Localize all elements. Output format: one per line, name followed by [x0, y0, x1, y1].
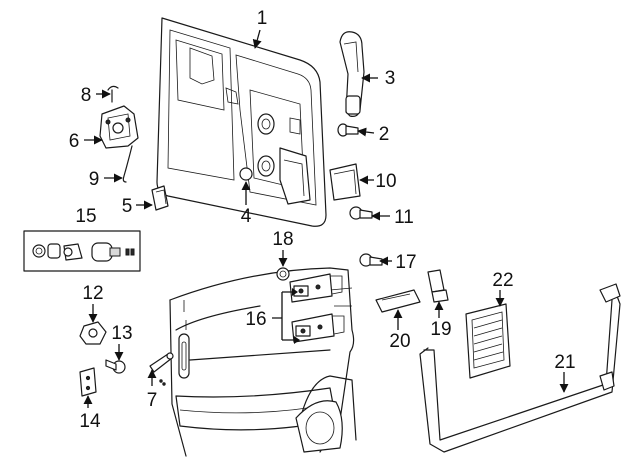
latch-part-6: [99, 105, 139, 149]
bolt-part-2: [337, 123, 359, 137]
callout-2: 2: [379, 124, 390, 145]
callout-10: 10: [375, 171, 396, 192]
hinges-part-16: [289, 273, 345, 343]
pad-part-10: [329, 163, 361, 201]
callout-7: 7: [147, 390, 158, 411]
callout-labels: 1 2 3 4 5 6 7 8 9 10 11 12 13 14 15 16 1…: [69, 8, 576, 432]
callout-21: 21: [554, 352, 575, 373]
clip-part-5: [151, 185, 169, 211]
callout-3: 3: [385, 68, 396, 89]
lock-cylinder-set: [23, 230, 141, 272]
callout-18: 18: [272, 229, 293, 250]
tailgate-inner-panel: [156, 17, 327, 227]
hinge-cover-part-20: [375, 289, 421, 313]
callout-15: 15: [75, 206, 96, 227]
striker-part-12: [79, 321, 107, 345]
callout-8: 8: [81, 85, 92, 106]
bolt-part-18: [276, 267, 290, 281]
callout-1: 1: [257, 8, 268, 29]
vehicle-body-rear: [159, 267, 357, 457]
callout-22: 22: [492, 270, 513, 291]
bolt-part-11: [349, 206, 373, 220]
clip-part-19: [427, 269, 449, 303]
bolt-part-13: [105, 359, 126, 374]
callout-6: 6: [69, 131, 80, 152]
upper-hinge-strap: [339, 31, 365, 117]
bolt-part-17: [359, 253, 383, 267]
handle-part-7: [149, 352, 174, 373]
callout-19: 19: [430, 319, 451, 340]
rod-part-9: [122, 145, 133, 183]
callout-13: 13: [111, 323, 132, 344]
callout-20: 20: [389, 331, 410, 352]
leader-lines: [83, 29, 569, 408]
callout-12: 12: [82, 283, 103, 304]
callout-4: 4: [241, 206, 252, 227]
callout-14: 14: [79, 411, 101, 432]
callout-16: 16: [245, 309, 266, 330]
weatherstrip-part-21: [419, 283, 621, 453]
callout-5: 5: [122, 196, 133, 217]
callout-17: 17: [395, 252, 416, 273]
pin-part-8: [107, 85, 119, 103]
bracket-part-14: [79, 367, 97, 397]
vent-grille-part-22: [465, 303, 511, 379]
callout-9: 9: [89, 169, 100, 190]
callout-11: 11: [394, 207, 414, 228]
